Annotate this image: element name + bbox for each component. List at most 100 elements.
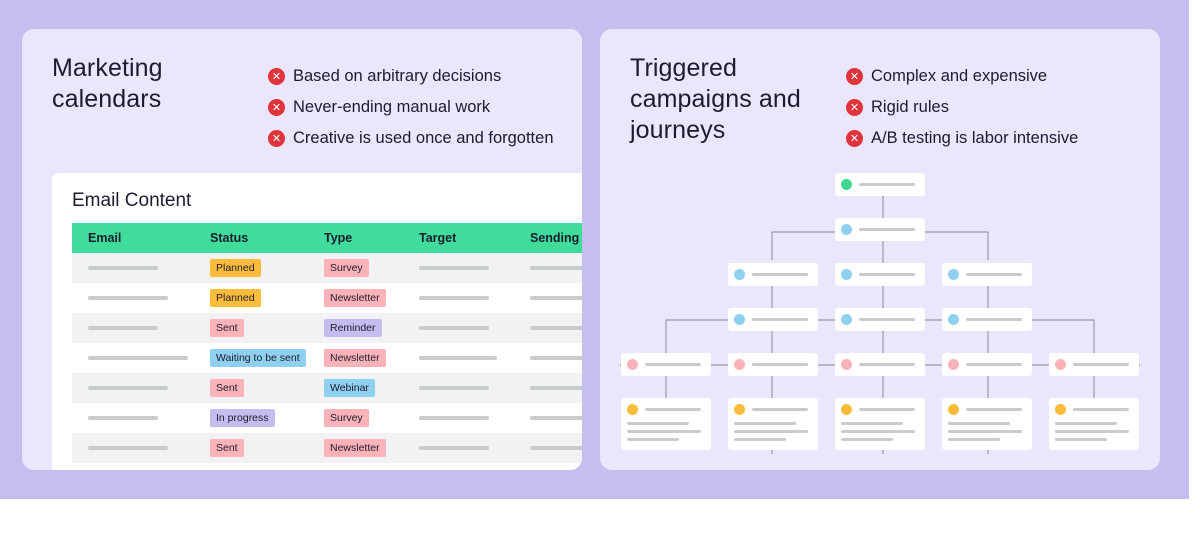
sending-cell-placeholder	[530, 446, 582, 450]
x-circle-icon: ✕	[268, 68, 285, 85]
x-circle-icon: ✕	[846, 130, 863, 147]
node-label-placeholder	[859, 228, 915, 231]
node-text-placeholder	[627, 438, 679, 441]
email-cell-placeholder	[88, 296, 168, 300]
status-tag: Sent	[210, 319, 244, 337]
triggered-campaigns-card: Triggered campaigns and journeys ✕ Comple…	[600, 29, 1160, 470]
journey-node-condition[interactable]	[621, 353, 711, 376]
node-text-placeholder	[948, 422, 1010, 425]
status-dot	[1055, 404, 1066, 415]
con-text: Complex and expensive	[871, 67, 1048, 85]
status-tag: Waiting to be sent	[210, 349, 306, 367]
table-row[interactable]: Sent Reminder	[72, 313, 582, 343]
email-cell-placeholder	[88, 386, 168, 390]
node-text-placeholder	[734, 430, 808, 433]
node-text-placeholder	[1055, 438, 1107, 441]
node-label-placeholder	[1073, 363, 1129, 366]
node-label-placeholder	[966, 318, 1022, 321]
type-tag: Survey	[324, 409, 369, 427]
table-row[interactable]: Sent Webinar	[72, 373, 582, 403]
email-cell-placeholder	[88, 356, 188, 360]
target-cell-placeholder	[419, 356, 497, 360]
node-label-placeholder	[859, 363, 915, 366]
status-dot	[841, 359, 852, 370]
journey-node-step[interactable]	[728, 308, 818, 331]
status-dot	[948, 359, 959, 370]
con-item: ✕ Complex and expensive	[846, 61, 1078, 92]
journey-node-message[interactable]	[1049, 398, 1139, 450]
journey-node-message[interactable]	[621, 398, 711, 450]
marketing-calendars-card: Marketing calendars ✕ Based on arbitrary …	[22, 29, 582, 470]
node-label-placeholder	[752, 363, 808, 366]
node-text-placeholder	[948, 430, 1022, 433]
email-cell-placeholder	[88, 416, 158, 420]
column-header-type[interactable]: Type	[324, 231, 353, 245]
status-dot	[841, 314, 852, 325]
node-text-placeholder	[627, 430, 701, 433]
status-dot	[841, 224, 852, 235]
status-tag: Sent	[210, 439, 244, 457]
column-header-status[interactable]: Status	[210, 231, 249, 245]
journey-node-step[interactable]	[835, 263, 925, 286]
sending-cell-placeholder	[530, 356, 582, 360]
node-text-placeholder	[841, 438, 893, 441]
target-cell-placeholder	[419, 326, 489, 330]
con-item: ✕Never-ending manual work	[268, 92, 554, 123]
node-text-placeholder	[627, 422, 689, 425]
x-circle-icon: ✕	[846, 68, 863, 85]
page-background: Marketing calendars ✕ Based on arbitrary …	[0, 0, 1189, 499]
journey-node-step[interactable]	[942, 308, 1032, 331]
journey-node-step[interactable]	[942, 263, 1032, 286]
column-header-target[interactable]: Target	[419, 231, 457, 245]
status-dot	[841, 179, 852, 190]
journey-node-step[interactable]	[835, 308, 925, 331]
email-cell-placeholder	[88, 446, 168, 450]
journey-node-message[interactable]	[728, 398, 818, 450]
journey-node-condition[interactable]	[942, 353, 1032, 376]
column-header-email[interactable]: Email	[88, 231, 122, 245]
target-cell-placeholder	[419, 446, 489, 450]
node-text-placeholder	[841, 430, 915, 433]
node-text-placeholder	[734, 422, 796, 425]
journey-node-step[interactable]	[728, 263, 818, 286]
status-dot	[734, 314, 745, 325]
node-label-placeholder	[1073, 408, 1129, 411]
status-dot	[841, 404, 852, 415]
sending-cell-placeholder	[530, 386, 582, 390]
column-header-sending[interactable]: Sending	[530, 231, 580, 245]
journey-node-condition[interactable]	[1049, 353, 1139, 376]
status-dot	[734, 359, 745, 370]
status-tag: Planned	[210, 289, 261, 307]
status-tag: Sent	[210, 379, 244, 397]
cons-list: ✕ Based on arbitrary decisions ✕Never-end…	[268, 61, 554, 154]
type-tag: Reminder	[324, 319, 382, 337]
journey-node-condition[interactable]	[728, 353, 818, 376]
type-tag: Survey	[324, 259, 369, 277]
journey-node-step[interactable]	[835, 218, 925, 241]
card-title: Marketing calendars	[52, 54, 163, 113]
x-circle-icon: ✕	[268, 99, 285, 116]
journey-node-message[interactable]	[835, 398, 925, 450]
journey-node-message[interactable]	[942, 398, 1032, 450]
node-label-placeholder	[752, 273, 808, 276]
status-dot	[734, 269, 745, 280]
target-cell-placeholder	[419, 296, 489, 300]
node-label-placeholder	[966, 273, 1022, 276]
con-item: ✕ Based on arbitrary decisions	[268, 61, 554, 92]
cons-list: ✕Complex and expensive ✕Rigid rules ✕A/B…	[846, 61, 1078, 154]
node-label-placeholder	[645, 408, 701, 411]
journey-node-condition[interactable]	[835, 353, 925, 376]
status-dot	[948, 404, 959, 415]
con-text: Based on arbitrary decisions	[293, 67, 502, 85]
journey-node-trigger[interactable]	[835, 173, 925, 196]
node-label-placeholder	[645, 363, 701, 366]
status-dot	[1055, 359, 1066, 370]
type-tag: Webinar	[324, 379, 375, 397]
card-title: Triggered campaigns and journeys	[630, 54, 801, 144]
sending-cell-placeholder	[530, 266, 582, 270]
